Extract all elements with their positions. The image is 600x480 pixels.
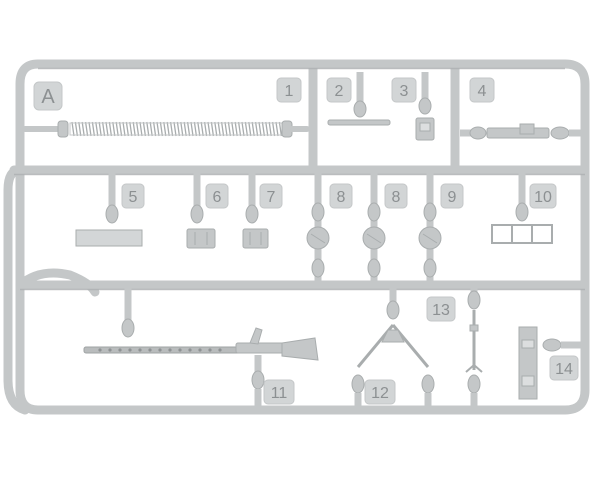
part-bracket-left [186, 170, 216, 249]
part-bipod [351, 285, 435, 407]
part-drum-b [362, 170, 386, 285]
part-label-7: 7 [259, 183, 283, 209]
part-label-4: 4 [469, 77, 495, 103]
part-label-8: 8 [384, 183, 408, 209]
part-label-text: 6 [213, 189, 222, 206]
part-label-8: 8 [329, 183, 353, 209]
part-label-text: 8 [337, 189, 346, 206]
part-label-9: 9 [440, 183, 464, 209]
sprue-letter: A [41, 86, 55, 108]
part-sight-block [415, 72, 435, 141]
part-label-text: 10 [534, 189, 552, 206]
part-frame [491, 170, 553, 244]
part-label-text: 9 [448, 189, 457, 206]
part-spring [22, 120, 310, 138]
part-label-2: 2 [326, 77, 352, 103]
part-label-text: 2 [335, 83, 344, 100]
part-label-3: 3 [391, 77, 417, 103]
part-label-text: 5 [129, 189, 138, 206]
part-label-text: 7 [267, 189, 276, 206]
part-drum-a [306, 170, 330, 285]
part-label-10: 10 [529, 183, 557, 209]
part-label-text: 1 [285, 83, 294, 100]
part-label-14: 14 [549, 355, 579, 381]
part-machine-gun [83, 285, 319, 407]
part-label-text: 4 [478, 83, 487, 100]
part-ammo-box-lid [75, 170, 143, 247]
part-label-text: 12 [371, 385, 389, 402]
part-label-text: 14 [555, 361, 573, 378]
part-drum-c [418, 170, 442, 285]
part-label-12: 12 [364, 379, 396, 405]
part-cleaning-rod [327, 72, 391, 126]
part-label-6: 6 [205, 183, 229, 209]
part-label-1: 1 [276, 77, 302, 103]
part-label-5: 5 [121, 183, 145, 209]
part-bracket-right [242, 170, 269, 249]
sprue-letter-tab: A [33, 81, 63, 111]
part-tripod-leg [465, 285, 483, 407]
part-label-text: 3 [400, 83, 409, 100]
part-label-11: 11 [263, 379, 295, 405]
part-label-text: 8 [392, 189, 401, 206]
part-label-text: 11 [271, 385, 288, 402]
part-label-text: 13 [432, 302, 450, 319]
part-bolt-handle [460, 123, 582, 140]
part-ammo-container [518, 326, 582, 400]
part-label-13: 13 [426, 296, 456, 322]
